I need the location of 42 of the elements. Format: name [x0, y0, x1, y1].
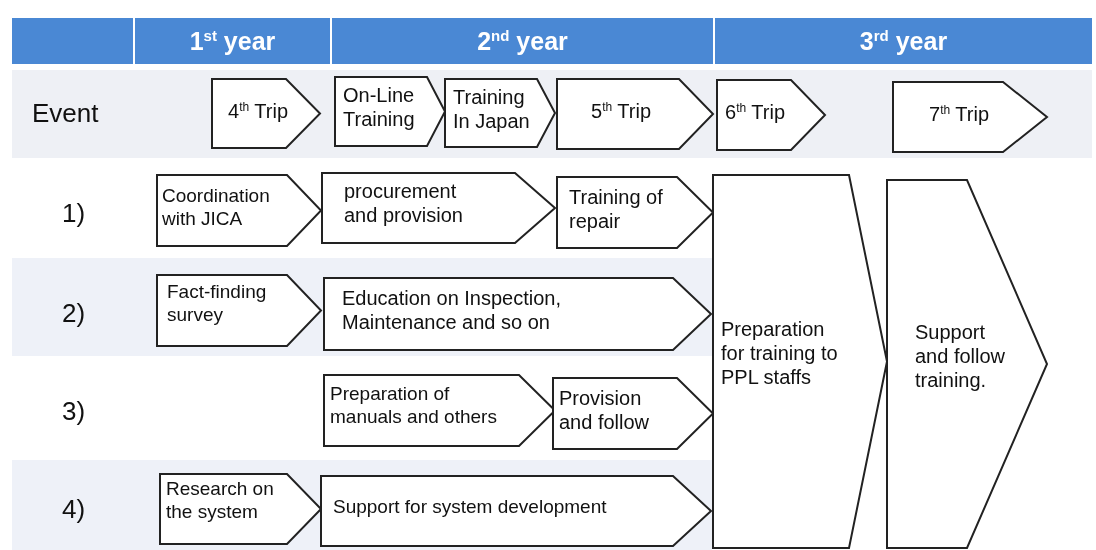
- row-heading: Event: [32, 98, 99, 129]
- chevron-step: [717, 80, 825, 150]
- step-text: Training In Japan: [453, 85, 531, 133]
- chevron-step: [553, 378, 713, 449]
- year-header: [135, 18, 330, 64]
- row-number: 2): [62, 298, 86, 329]
- step-text: Research on the system: [166, 478, 275, 524]
- row-number: 4): [62, 494, 86, 525]
- year-label: 1$^{st}$ year: [188, 26, 277, 57]
- step-text: Provision and follow: [559, 386, 651, 434]
- step-text: 7$^{th}$ Trip: [929, 102, 991, 126]
- chevron-step: [557, 177, 713, 248]
- year-label: 2$^{nd}$ year: [476, 26, 569, 57]
- step-text: procurement and provision: [344, 179, 464, 227]
- step-text: Coordination with JICA: [162, 185, 271, 231]
- row-number: 3): [62, 396, 86, 427]
- year-label: 3$^{rd}$ year: [858, 26, 949, 57]
- year-header: [715, 18, 1092, 64]
- step-text: 6$^{th}$ Trip: [725, 100, 787, 124]
- chevron-step: [324, 375, 555, 446]
- chevron-step: [713, 175, 887, 548]
- year-header: [332, 18, 713, 64]
- step-text: On-Line Training: [343, 83, 416, 131]
- chevron-step: [212, 79, 320, 148]
- chevron-step: [887, 180, 1047, 548]
- step-text: Support and follow training.: [915, 320, 1007, 392]
- chevron-step: [335, 77, 445, 146]
- row-number: 1): [62, 198, 86, 229]
- step-text: 5$^{th}$ Trip: [591, 99, 653, 123]
- step-text: Training of repair: [569, 185, 663, 233]
- chevron-step: [557, 79, 713, 149]
- step-text: Education on Inspection, Maintenance and so on: [342, 286, 563, 334]
- step-text: Fact-finding survey: [167, 281, 268, 327]
- step-text: Preparation of manuals and others: [330, 383, 498, 429]
- chevron-step: [157, 175, 321, 246]
- step-text: 4$^{th}$ Trip: [228, 99, 290, 123]
- step-text: Support for system development: [333, 496, 608, 519]
- chevron-step: [893, 82, 1047, 152]
- chevron-step: [322, 173, 555, 243]
- step-text: Preparation for training to PPL staffs: [721, 317, 839, 389]
- chevron-step: [157, 275, 321, 346]
- chevron-step: [445, 79, 555, 147]
